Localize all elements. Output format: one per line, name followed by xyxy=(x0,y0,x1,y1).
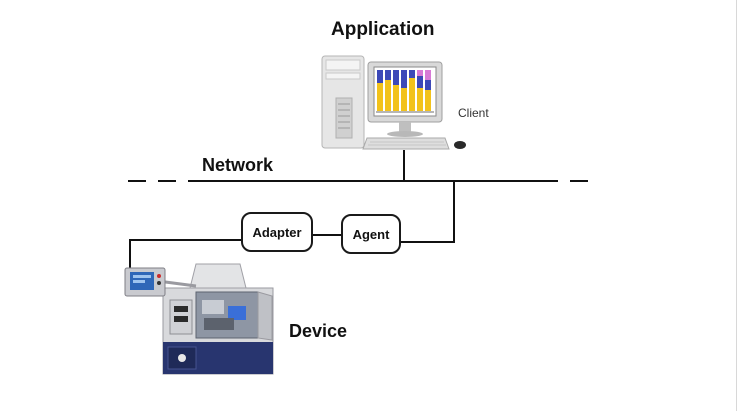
machine-window xyxy=(195,291,259,339)
cnc-lathe-machine-icon xyxy=(124,263,274,375)
machine-knob xyxy=(178,354,186,362)
machine-tool-holder xyxy=(228,306,246,320)
drive-bay xyxy=(325,59,361,71)
screen-chart-mark xyxy=(425,70,431,80)
screen-chart-mark xyxy=(385,70,391,80)
cnc-screen-line xyxy=(133,280,145,283)
screen-chart-mark xyxy=(417,88,423,111)
adapter-node-label: Adapter xyxy=(252,224,302,240)
machine-chuck xyxy=(202,300,224,314)
machine-carriage xyxy=(204,318,234,330)
monitor-neck xyxy=(399,122,411,132)
mouse xyxy=(454,141,466,149)
screen-chart-mark xyxy=(393,85,399,111)
network-label: Network xyxy=(202,155,274,175)
desktop-computer-icon xyxy=(321,55,466,150)
machine-side-panel xyxy=(257,291,273,341)
screen-chart-mark xyxy=(401,88,407,111)
adapter-device-link xyxy=(129,239,241,272)
machine-control-button xyxy=(174,316,188,322)
keyboard xyxy=(362,137,450,150)
screen-chart-mark xyxy=(377,70,383,83)
screen-chart-mark xyxy=(377,83,383,111)
drive-bay xyxy=(325,72,361,80)
screen-chart-mark xyxy=(417,76,423,88)
screen-chart-mark xyxy=(393,70,399,85)
screen-chart-mark xyxy=(409,78,415,111)
client-label: Client xyxy=(458,106,489,120)
application-title: Application xyxy=(331,19,435,40)
right-edge-divider xyxy=(736,0,737,411)
screen-chart-mark xyxy=(409,70,415,78)
monitor-base xyxy=(387,131,423,137)
adapter-node: Adapter xyxy=(241,212,313,252)
screen-chart-mark xyxy=(401,70,407,88)
agent-node: Agent xyxy=(341,214,401,254)
screen-chart-mark xyxy=(385,80,391,111)
cnc-button xyxy=(157,281,161,285)
screen-chart-mark xyxy=(425,80,431,90)
agent-node-label: Agent xyxy=(352,226,390,242)
device-label: Device xyxy=(289,321,348,341)
machine-hood xyxy=(189,263,247,289)
screen-chart-mark xyxy=(417,70,423,76)
cnc-screen-line xyxy=(133,275,151,278)
machine-control-button xyxy=(174,306,188,312)
screen-chart-mark xyxy=(425,90,431,111)
cnc-stop-button xyxy=(157,274,161,278)
agent-network-link xyxy=(401,181,455,243)
